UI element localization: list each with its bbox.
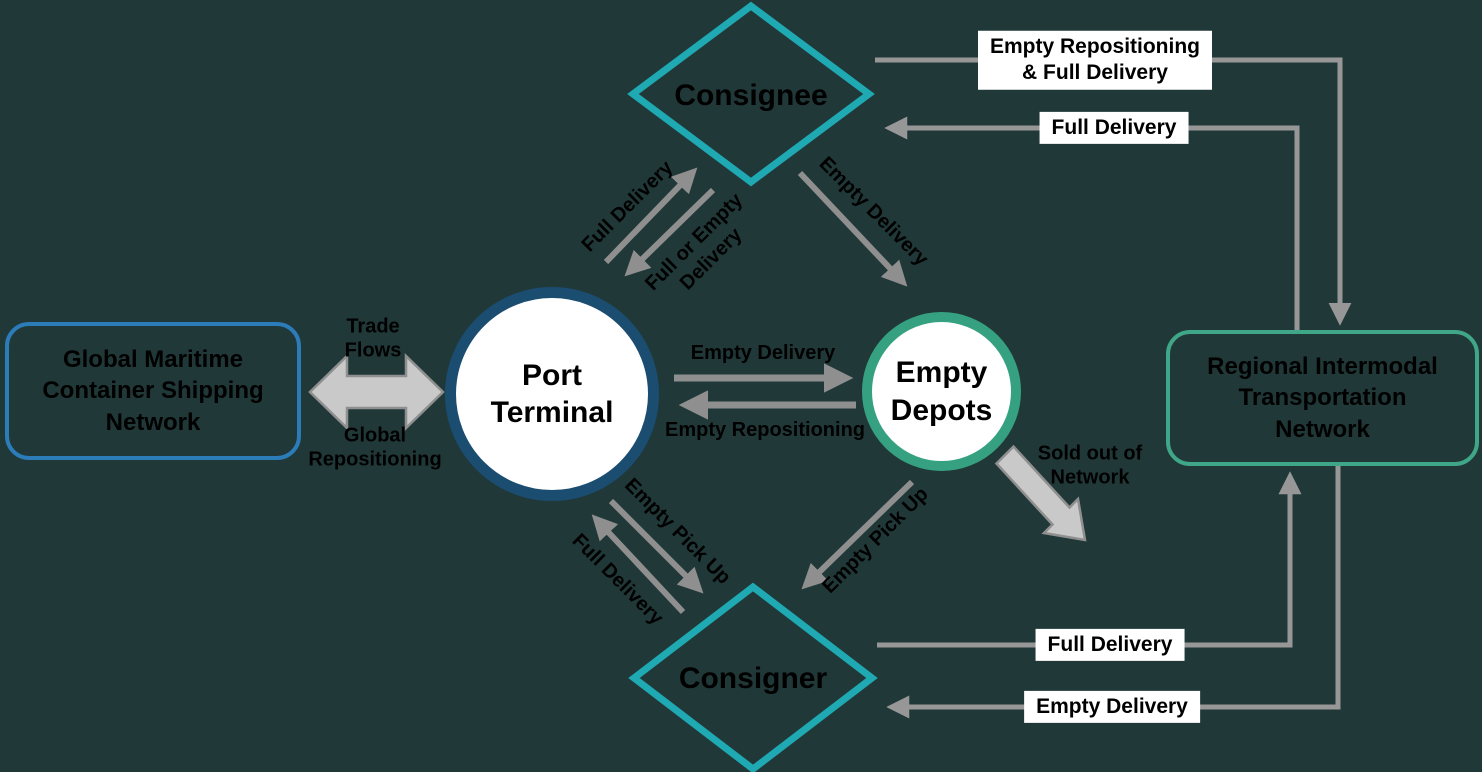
arrow-consignee-to-depots <box>797 170 908 287</box>
arrow-pt-to-consignee <box>603 167 698 265</box>
node-consignee-label: Consignee <box>674 79 828 112</box>
edge-label-global-repositioning: Global Repositioning <box>308 424 442 470</box>
node-regional-intermodal-network: Regional Intermodal Transportation Netwo… <box>1166 330 1479 466</box>
arrow-consigner-to-pt <box>591 514 686 615</box>
route-label-full-delivery-bottom: Full Delivery <box>1035 628 1185 662</box>
route-regional-to-consignee <box>884 116 1300 331</box>
consigner-diamond <box>628 582 878 772</box>
route-label-full-delivery-top: Full Delivery <box>1039 111 1189 145</box>
node-consigner-label: Consigner <box>678 662 828 695</box>
node-port-terminal: Port Terminal <box>445 287 659 501</box>
trade-flows-double-arrow <box>308 353 445 431</box>
route-regional-to-consigner <box>886 465 1341 719</box>
route-label-empty-delivery-bottom: Empty Delivery <box>1024 690 1200 724</box>
edge-label-empty-delivery-mid: Empty Delivery <box>690 342 836 365</box>
edge-label-sold-out: Sold out of Network <box>1037 442 1143 488</box>
route-label-empty-repositioning-full-delivery: Empty Repositioning & Full Delivery <box>978 30 1212 90</box>
sold-out-arrow <box>994 444 1087 542</box>
route-consignee-to-regional <box>875 57 1352 326</box>
arrow-consignee-to-pt <box>624 187 716 277</box>
node-empty-depots: Empty Depots <box>862 312 1021 471</box>
consignee-diamond <box>627 1 875 187</box>
edge-label-empty-repositioning-mid: Empty Repositioning <box>665 419 865 442</box>
node-global-maritime-network: Global Maritime Container Shipping Netwo… <box>5 322 301 460</box>
route-consigner-to-regional <box>877 471 1302 648</box>
arrow-pt-to-consigner <box>608 498 704 594</box>
edge-label-trade-flows: Trade Flows <box>344 315 402 361</box>
arrow-depots-to-consigner <box>801 479 915 590</box>
